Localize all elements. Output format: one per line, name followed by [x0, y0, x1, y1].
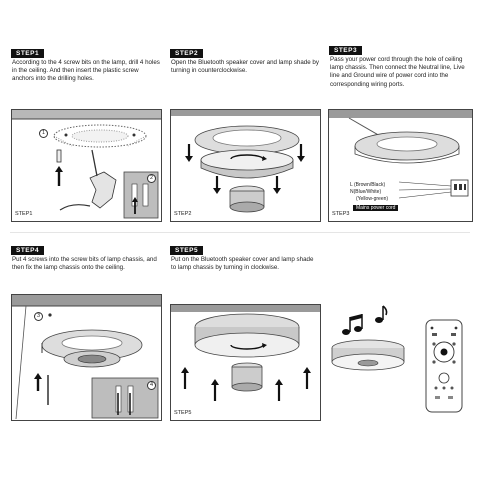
music-note-icon [342, 314, 363, 335]
step3-description: Pass your power cord through the hole of… [330, 56, 465, 88]
step2-badge: STEP2 [170, 49, 204, 58]
step5-panel-label: STEP5 [174, 410, 192, 416]
step4-badge: STEP4 [11, 246, 45, 255]
step2-panel-label: STEP2 [174, 211, 192, 217]
step4-callout-3: 3 [34, 312, 43, 321]
step1-badge: STEP1 [11, 49, 45, 58]
step1-callout-1: 1 [39, 129, 48, 138]
step1-callout-2: 2 [147, 174, 156, 183]
step3-panel-label: STEP3 [332, 211, 350, 217]
step4-description: Put 4 screws into the screw bits of lamp… [12, 256, 157, 272]
step5-illustration: STEP5 [170, 304, 321, 421]
step5-badge: STEP5 [170, 246, 204, 255]
row-divider [10, 232, 470, 233]
step3-wire-live: L (Brown/Black) [350, 182, 386, 188]
step1-panel-label: STEP1 [15, 211, 33, 217]
step3-illustration: L (Brown/Black) N(Blue/White) (Yellow-gr… [328, 109, 473, 222]
step1-illustration: 1 2 STEP1 [11, 109, 162, 222]
step5-description: Put on the Bluetooth speaker cover and l… [171, 256, 314, 272]
step3-wire-neutral: N(Blue/White) [350, 189, 382, 195]
step2-illustration: STEP2 [170, 109, 321, 222]
step3-wire-ground: (Yellow-green) [356, 196, 389, 202]
step2-description: Open the Bluetooth speaker cover and lam… [171, 59, 319, 75]
step4-callout-4: 4 [147, 381, 156, 390]
step3-mains-label: Mains power cord [353, 205, 399, 211]
step4-illustration: 3 4 [11, 294, 162, 421]
step1-description: According to the 4 screw bits on the lam… [12, 59, 160, 83]
finished-lamp-illustration [326, 300, 480, 420]
music-note-icon-2 [375, 305, 388, 323]
remote-control-icon [425, 319, 463, 413]
step3-badge: STEP3 [329, 46, 363, 55]
